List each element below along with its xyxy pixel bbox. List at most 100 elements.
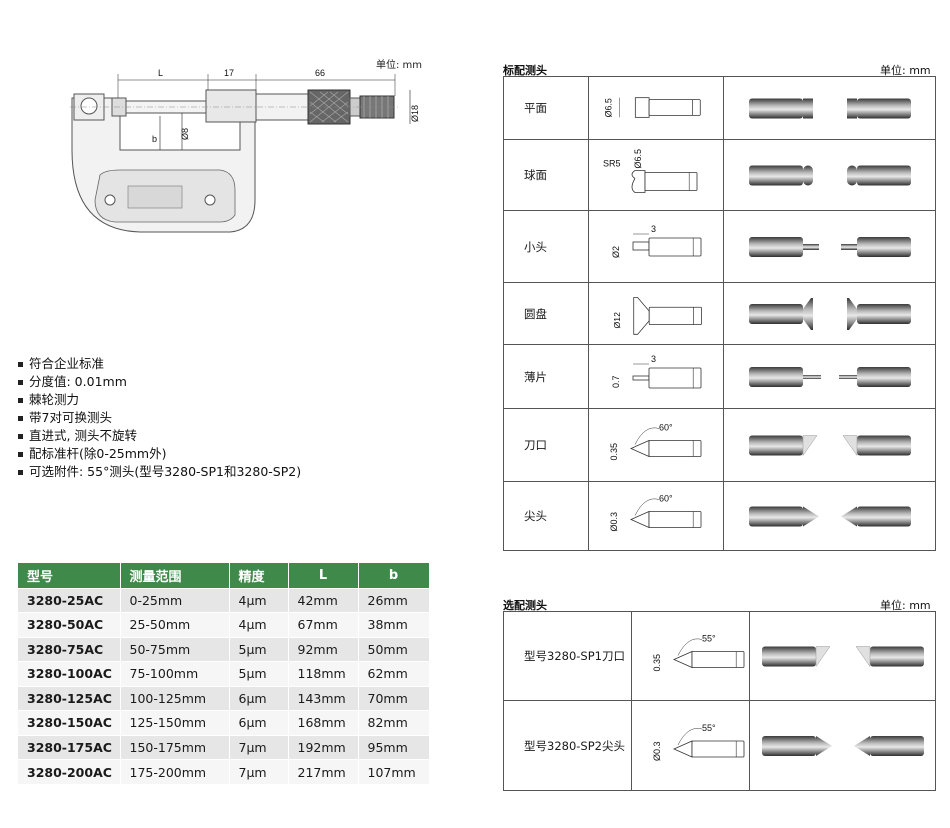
probe-schematic: Ø0.360°: [609, 493, 702, 531]
header-accuracy: 精度: [229, 563, 289, 588]
probe-photo: [723, 76, 936, 140]
probe-image: [762, 645, 924, 667]
probe-schematic: Ø12: [612, 296, 702, 335]
dim-phi8-label: Ø8: [180, 128, 190, 140]
cell-accuracy: 7μm: [229, 759, 289, 784]
cell-accuracy: 5μm: [229, 661, 289, 686]
dim-label: Ø12: [612, 311, 622, 328]
cell-accuracy: 5μm: [229, 636, 289, 662]
cell-L: 92mm: [288, 636, 359, 662]
dim-label: 55°: [702, 633, 716, 643]
cell-range: 0-25mm: [120, 587, 230, 613]
feature-item: 符合企业标准: [18, 355, 418, 373]
cell-L: 192mm: [288, 734, 359, 760]
cell-L: 118mm: [288, 661, 359, 686]
cell-b: 70mm: [358, 685, 430, 711]
cell-model: 3280-50AC: [18, 612, 121, 637]
cell-range: 50-75mm: [120, 636, 230, 662]
cell-range: 25-50mm: [120, 612, 230, 637]
probe-image: [749, 297, 911, 330]
dim-phi18-label: Ø18: [410, 105, 420, 122]
cell-accuracy: 6μm: [229, 710, 289, 735]
probe-image: [749, 434, 911, 456]
cell-model: 3280-125AC: [18, 685, 121, 711]
probe-name: 圆盘: [503, 282, 589, 345]
probe-diagram: 0.35 60°: [588, 408, 724, 482]
cell-model: 3280-25AC: [18, 587, 121, 613]
probe-photo: [723, 139, 936, 211]
table-row: 小头 Ø2 3: [503, 210, 936, 283]
feature-item: 配标准杆(除0-25mm外): [18, 445, 418, 463]
probe-schematic: Ø2 3: [611, 224, 702, 258]
feature-item: 带7对可换测头: [18, 409, 418, 427]
cell-accuracy: 4μm: [229, 612, 289, 637]
probe-image: [762, 735, 924, 756]
standard-probes-unit: 单位: mm: [880, 64, 931, 77]
cell-b: 107mm: [358, 759, 430, 784]
dim-label: 0.35: [609, 442, 619, 460]
spec-table-header: 型号 测量范围 精度 L b: [18, 563, 430, 588]
dim-label: Ø6.5: [633, 148, 643, 168]
dim-L-label: L: [158, 68, 163, 78]
probe-schematic: Ø0.355°: [652, 723, 745, 761]
table-row: 型号3280-SP1刀口 0.35 55°: [503, 611, 936, 701]
cell-range: 125-150mm: [120, 710, 230, 735]
cell-model: 3280-175AC: [18, 734, 121, 760]
probe-image: [749, 236, 911, 257]
dim-label: SR5: [603, 158, 621, 168]
probe-photo: [723, 344, 936, 409]
probe-name: 尖头: [503, 481, 589, 551]
probe-name: 薄片: [503, 344, 589, 409]
dim-label: 3: [651, 224, 656, 234]
cell-b: 62mm: [358, 661, 430, 686]
feature-item: 可选附件: 55°测头(型号3280-SP1和3280-SP2): [18, 463, 418, 481]
cell-L: 217mm: [288, 759, 359, 784]
dim-label: Ø0.3: [609, 511, 619, 531]
cell-b: 26mm: [358, 587, 430, 613]
cell-b: 95mm: [358, 734, 430, 760]
drawing-unit-label: 单位: mm: [376, 60, 423, 71]
cell-accuracy: 4μm: [229, 587, 289, 613]
probe-name: 型号3280-SP1刀口: [503, 611, 632, 701]
probe-schematic: Ø6.5: [604, 96, 701, 118]
optional-probes-unit: 单位: mm: [880, 599, 931, 612]
cell-L: 67mm: [288, 612, 359, 637]
probe-image: [749, 506, 911, 526]
probe-photo: [749, 611, 936, 701]
dim-label: 3: [651, 354, 656, 364]
probe-schematic: SR5 Ø6.5: [603, 148, 698, 193]
dim-label: Ø2: [611, 245, 621, 257]
dim-66-label: 66: [315, 68, 325, 78]
micrometer-drawing: 单位: mm: [60, 50, 440, 250]
probe-photo: [723, 408, 936, 482]
dim-17-label: 17: [224, 68, 234, 78]
cell-L: 168mm: [288, 710, 359, 735]
dim-label: 60°: [659, 422, 673, 432]
optional-probes-title: 选配测头: [503, 599, 547, 612]
feature-list: 符合企业标准 分度值: 0.01mm 棘轮测力 带7对可换测头 直进式, 测头不…: [18, 355, 418, 481]
probe-photo: [723, 481, 936, 551]
probe-diagram: 0.35 55°: [631, 611, 750, 701]
micrometer-svg: L 17 66 Ø18 Ø8 b: [70, 68, 420, 233]
feature-item: 直进式, 测头不旋转: [18, 427, 418, 445]
header-model: 型号: [18, 563, 121, 588]
dim-label: 0.7: [611, 375, 621, 388]
probe-photo: [723, 282, 936, 345]
probe-image: [749, 366, 911, 387]
cell-model: 3280-75AC: [18, 636, 121, 662]
dim-label: 0.35: [652, 653, 662, 671]
cell-range: 150-175mm: [120, 734, 230, 760]
cell-accuracy: 6μm: [229, 685, 289, 711]
probe-name: 小头: [503, 210, 589, 283]
